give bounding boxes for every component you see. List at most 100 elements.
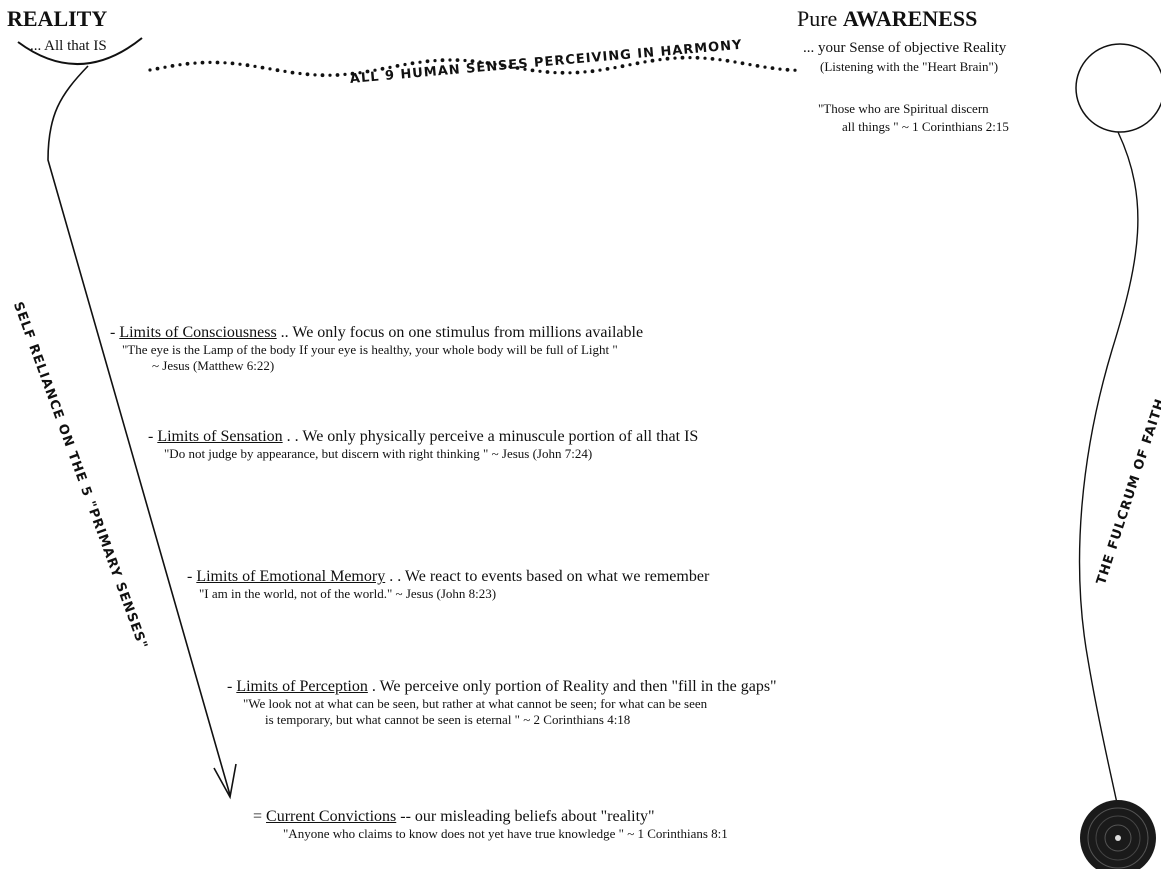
harmony-dot <box>320 73 325 78</box>
harmony-dot <box>778 67 782 71</box>
harmony-dot <box>365 69 370 74</box>
harmony-dot <box>755 64 760 68</box>
harmony-dot <box>733 60 737 64</box>
conclusion-desc: -- our misleading beliefs about "reality… <box>396 808 655 825</box>
limit-title: Limits of Perception <box>236 678 368 695</box>
fulcrum-ball <box>1080 800 1156 869</box>
awareness-line2: (Listening with the "Heart Brain") <box>820 59 999 74</box>
harmony-dot <box>155 66 160 71</box>
limit-quote-continued: is temporary, but what cannot be seen is… <box>265 712 631 727</box>
reality-bowl <box>17 37 143 66</box>
harmony-dot <box>628 63 632 67</box>
harmony-dot <box>223 61 227 65</box>
harmony-dot <box>605 67 610 71</box>
conclusion-heading: = Current Convictions -- our misleading … <box>253 808 728 826</box>
harmony-dot <box>793 68 797 72</box>
harmony-dot <box>643 60 647 64</box>
harmony-dot <box>170 64 175 68</box>
limit-heading: - Limits of Consciousness .. We only foc… <box>110 324 644 341</box>
limit-title: Limits of Consciousness <box>119 324 277 341</box>
harmony-dot <box>478 60 482 64</box>
harmony-dot <box>620 64 625 69</box>
harmony-dot <box>418 60 422 64</box>
limit-perception: - Limits of Perception . We perceive onl… <box>227 678 777 728</box>
harmony-dots <box>148 55 797 78</box>
harmony-dot <box>245 63 250 68</box>
harmony-dot <box>358 71 362 75</box>
harmony-dot <box>508 65 512 69</box>
limit-desc: . We perceive only portion of Reality an… <box>371 678 777 695</box>
harmony-dot <box>373 68 377 72</box>
harmony-dot <box>253 64 257 68</box>
awareness-quote-line2: all things " ~ 1 Corinthians 2:15 <box>842 119 1009 134</box>
harmony-dot <box>455 58 460 62</box>
harmony-dot <box>500 63 505 68</box>
limit-title: Limits of Sensation <box>157 428 283 445</box>
harmony-dot <box>770 66 775 70</box>
harmony-dot <box>230 61 235 66</box>
harmony-dot <box>328 73 332 77</box>
harmony-dot <box>695 55 700 60</box>
harmony-dot <box>575 70 580 75</box>
harmony-dot <box>178 63 182 67</box>
harmony-dot <box>410 61 415 66</box>
harmony-dot <box>350 71 355 76</box>
harmony-dot <box>515 66 520 70</box>
harmony-dot <box>260 65 265 70</box>
limit-desc: .. We only focus on one stimulus from mi… <box>280 324 644 341</box>
harmony-dot <box>545 70 550 74</box>
harmony-dot <box>710 57 715 61</box>
harmony-dot <box>680 55 685 60</box>
harmony-dot <box>553 71 557 75</box>
harmony-dot <box>193 61 197 65</box>
harmony-dot <box>785 67 790 72</box>
harmony-dot <box>538 69 542 73</box>
harmony-dot <box>275 68 280 73</box>
harmony-dot <box>268 67 272 71</box>
harmony-dot <box>650 58 655 63</box>
harmony-dot <box>493 62 497 66</box>
harmony-dot <box>380 66 385 71</box>
limit-heading: - Limits of Sensation . . We only physic… <box>148 428 699 445</box>
harmony-dot <box>703 56 707 60</box>
harmony-dot <box>665 56 670 61</box>
harmony-dot <box>313 73 317 77</box>
harmony-dot <box>688 56 692 60</box>
harmony-dot <box>163 65 167 69</box>
harmony-dot <box>740 61 745 66</box>
harmony-dot <box>433 59 437 63</box>
harmony-dot <box>463 58 467 63</box>
harmony-dot <box>718 58 722 62</box>
harmony-dot <box>185 61 190 66</box>
harmony-dot <box>215 60 220 65</box>
arrow-head <box>213 763 237 800</box>
harmony-dot <box>523 67 527 71</box>
awareness-quote-line1: "Those who are Spiritual discern <box>818 101 989 116</box>
reality-subtitle: ... All that IS <box>30 38 107 54</box>
harmony-dot <box>583 70 587 74</box>
harmony-dot <box>298 71 302 76</box>
harmony-dot <box>485 61 490 65</box>
harmony-dot <box>403 62 407 67</box>
limit-consciousness: - Limits of Consciousness .. We only foc… <box>110 324 643 374</box>
harmony-dot <box>440 58 445 63</box>
harmony-dot <box>673 56 677 60</box>
harmony-dot <box>613 66 617 70</box>
harmony-dot <box>305 72 310 77</box>
harmony-dot <box>530 68 535 73</box>
harmony-dot <box>343 72 347 76</box>
harmony-dot <box>635 61 640 66</box>
fulcrum-curve <box>1078 131 1139 809</box>
limit-quote: "I am in the world, not of the world." ~… <box>199 586 497 601</box>
limit-title: Limits of Emotional Memory <box>196 568 386 585</box>
limit-quote: "Do not judge by appearance, but discern… <box>164 446 593 461</box>
harmony-dot <box>425 59 430 64</box>
harmony-dot <box>208 60 212 64</box>
conclusion-title: Current Convictions <box>266 808 397 825</box>
harmony-dot <box>395 64 400 68</box>
awareness-line1: ... your Sense of objective Reality <box>803 40 1007 56</box>
harmony-dot <box>448 58 452 62</box>
limit-quote-source: ~ Jesus (Matthew 6:22) <box>152 358 275 373</box>
harmony-dot <box>283 69 287 73</box>
self-reliance-arrow <box>47 65 231 796</box>
